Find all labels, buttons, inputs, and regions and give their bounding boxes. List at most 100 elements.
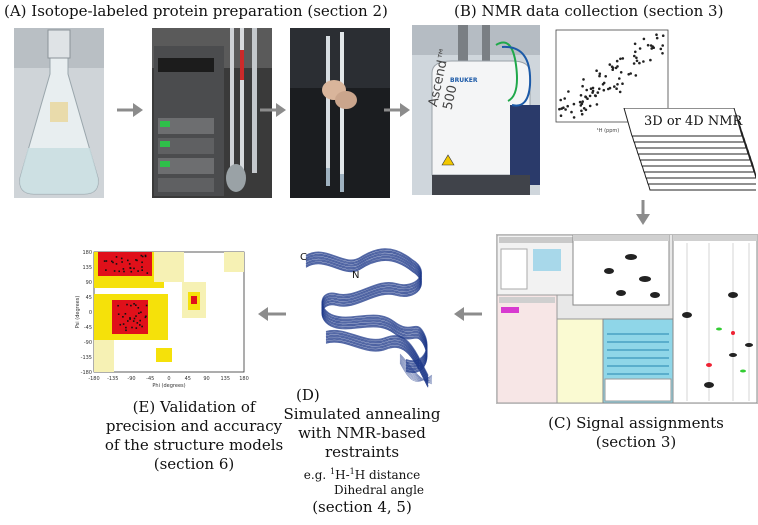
hsqc-peak bbox=[619, 71, 623, 74]
panel-e-line1: (E) Validation of bbox=[132, 398, 256, 416]
c-terminus-label: C bbox=[300, 252, 307, 263]
hsqc-peak bbox=[642, 37, 646, 41]
residue-point bbox=[144, 316, 147, 319]
hsqc-peak bbox=[634, 50, 637, 54]
hsqc-peak bbox=[649, 58, 652, 62]
hsqc-peak bbox=[646, 43, 650, 47]
ribbon-tail bbox=[399, 355, 433, 383]
panel-b-title: (B) NMR data collection (section 3) bbox=[454, 2, 724, 20]
ribbon-tail bbox=[399, 361, 433, 382]
panel-d-line1: (D) bbox=[296, 386, 320, 404]
hsqc-peak bbox=[629, 72, 632, 75]
hsqc-peak bbox=[633, 54, 636, 58]
residue-point bbox=[138, 312, 140, 314]
residue-point bbox=[141, 269, 143, 271]
arrow-right-3 bbox=[384, 103, 410, 117]
y-tick-label: 0 bbox=[89, 310, 92, 316]
ribbon-tail bbox=[399, 359, 433, 381]
hsqc-peak bbox=[596, 91, 600, 94]
x-axis-label: Phi (degrees) bbox=[152, 383, 185, 389]
n-terminus-label: N bbox=[352, 270, 360, 281]
residue-point bbox=[133, 317, 136, 320]
residue-point bbox=[140, 254, 143, 257]
residue-point bbox=[127, 259, 129, 262]
residue-point bbox=[120, 257, 123, 260]
ribbon-tail bbox=[399, 354, 433, 384]
residue-point bbox=[137, 307, 140, 309]
panel-e-line4: (section 6) bbox=[153, 455, 235, 473]
residue-point bbox=[130, 304, 132, 307]
panel-d-line4: restraints bbox=[324, 443, 400, 461]
flask-photo bbox=[14, 28, 104, 198]
hsqc-peak bbox=[633, 42, 637, 46]
residue-point bbox=[105, 269, 107, 271]
core-region bbox=[191, 296, 197, 304]
hsqc-peak bbox=[632, 62, 636, 65]
residue-point bbox=[117, 313, 120, 315]
structure-ensemble: C N bbox=[296, 244, 446, 392]
ribbon-model bbox=[305, 250, 429, 379]
residue-point bbox=[126, 303, 128, 306]
ribbon-tail bbox=[399, 353, 433, 385]
ribbon-model bbox=[305, 260, 429, 388]
hsqc-peak bbox=[598, 74, 601, 78]
y-tick-label: 90 bbox=[86, 280, 92, 286]
arrow-right-2 bbox=[260, 103, 286, 117]
hsqc-peak bbox=[618, 90, 622, 94]
hsqc-peak bbox=[588, 94, 592, 98]
hsqc-peak bbox=[602, 88, 606, 92]
y-axis-label: Psi (degrees) bbox=[75, 296, 81, 329]
ribbon-model bbox=[305, 249, 429, 377]
residue-point bbox=[122, 316, 124, 318]
y-tick-label: 135 bbox=[82, 265, 92, 271]
hsqc-peak bbox=[635, 59, 639, 63]
hsqc-peak bbox=[613, 85, 616, 88]
panel-e-line3: of the structure models bbox=[104, 436, 284, 454]
residue-point bbox=[145, 304, 148, 307]
residue-point bbox=[125, 329, 127, 332]
residue-point bbox=[124, 313, 127, 315]
residue-point bbox=[129, 318, 131, 320]
hsqc-peak bbox=[578, 100, 582, 104]
residue-point bbox=[135, 327, 138, 329]
residue-point bbox=[130, 270, 133, 273]
x-tick-label: 0 bbox=[167, 376, 170, 382]
hsqc-peak bbox=[661, 34, 665, 37]
panel-a-title: (A) Isotope-labeled protein preparation … bbox=[4, 2, 388, 20]
residue-point bbox=[112, 261, 114, 264]
hsqc-peak bbox=[564, 108, 567, 111]
chromatography-photo bbox=[152, 28, 272, 198]
residue-point bbox=[122, 323, 125, 325]
hsqc-peak bbox=[616, 65, 619, 68]
ribbon-model bbox=[305, 257, 429, 385]
hsqc-peak bbox=[591, 91, 594, 94]
residue-point bbox=[135, 259, 137, 261]
residue-point bbox=[141, 325, 143, 328]
hsqc-peak bbox=[581, 84, 584, 88]
x-tick-label: -90 bbox=[127, 376, 135, 382]
residue-point bbox=[144, 255, 147, 258]
core-region bbox=[98, 252, 152, 276]
panel-d-caption: (D) Simulated annealing with NMR-based r… bbox=[282, 386, 442, 517]
y-tick-label: -135 bbox=[81, 355, 92, 361]
x-tick-label: -180 bbox=[88, 376, 99, 382]
panel-d-line2: Simulated annealing bbox=[283, 405, 441, 423]
hsqc-peak bbox=[655, 36, 659, 40]
y-tick-label: 45 bbox=[86, 295, 92, 301]
hsqc-peak bbox=[566, 104, 569, 108]
hsqc-peak bbox=[618, 77, 621, 80]
hsqc-peak bbox=[593, 94, 597, 97]
hsqc-peak bbox=[661, 44, 664, 47]
generous-region bbox=[154, 252, 184, 282]
residue-point bbox=[140, 311, 142, 314]
hsqc-peak bbox=[655, 33, 658, 36]
ribbon-model bbox=[305, 254, 429, 383]
hsqc-peak bbox=[621, 57, 625, 60]
residue-point bbox=[131, 326, 133, 329]
hsqc-peak bbox=[580, 112, 584, 116]
hsqc-peak bbox=[581, 100, 584, 103]
residue-point bbox=[125, 326, 127, 329]
hsqc-peak bbox=[615, 59, 619, 63]
hsqc-peak bbox=[604, 75, 607, 78]
